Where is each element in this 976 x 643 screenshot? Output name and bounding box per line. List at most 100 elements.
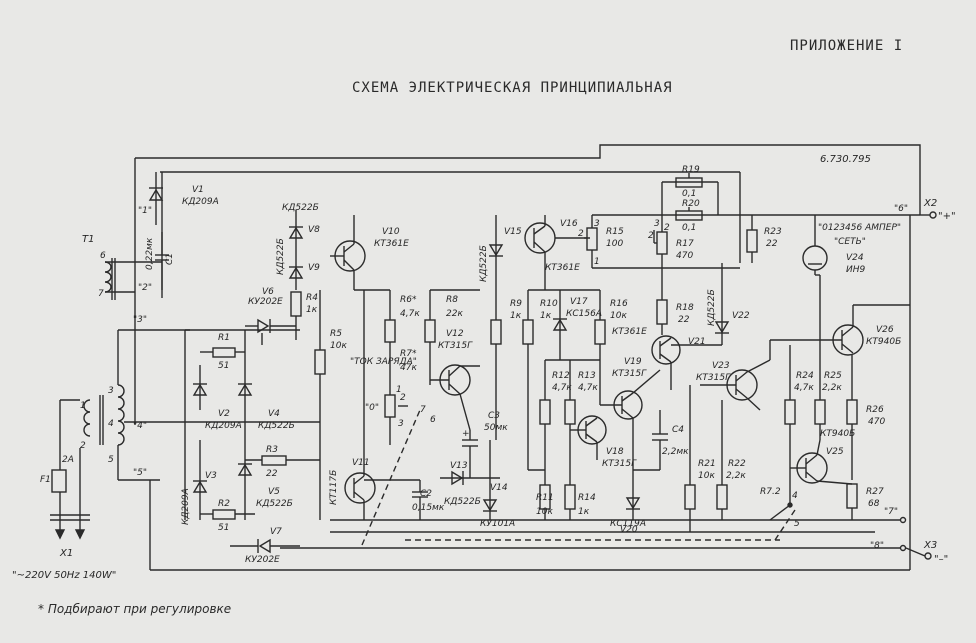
v15-type: КД522Б bbox=[479, 245, 489, 282]
capacitor-c1: C1 0,22мк bbox=[145, 232, 175, 290]
resistor-r11: R11 10к bbox=[528, 469, 554, 520]
v4-ref: V4 bbox=[268, 409, 280, 419]
t1-pin-4: 4 bbox=[108, 419, 114, 429]
r17-value: 470 bbox=[676, 251, 693, 261]
r15-ref: R15 bbox=[606, 227, 624, 237]
resistor-r13: R13 4,7к bbox=[564, 360, 598, 485]
v9-ref: V9 bbox=[308, 263, 320, 273]
x2-sign: "+" bbox=[938, 211, 956, 222]
r4-value: 1к bbox=[306, 305, 318, 315]
relay-contact-r7-2: R7.2 4 5 bbox=[760, 487, 800, 529]
x3-ref: X3 bbox=[923, 540, 937, 551]
v16-type: КТ361Е bbox=[545, 263, 580, 273]
t1-pin-3: 3 bbox=[108, 386, 114, 396]
pin-8-label: "8" bbox=[870, 541, 884, 551]
r15-wiper: 2 bbox=[578, 229, 584, 239]
r17-pin-2b: 2 bbox=[664, 223, 670, 233]
rectifier-bridge: R1 51 V2 КД209А V4 КД522Б V3 КД209А R2 5… bbox=[181, 329, 320, 533]
v26-type: КТ940Б bbox=[866, 337, 901, 347]
c2-value: 0,15мк bbox=[412, 503, 445, 513]
transistor-v25: КТ940Б V25 bbox=[790, 429, 855, 485]
drawing-number: 6.730.795 bbox=[820, 154, 871, 165]
relay-ref: R7.2 bbox=[760, 487, 781, 497]
capacitor-c4: C4 2,2мк bbox=[633, 410, 689, 471]
resistor-r6: R6* 4,7к bbox=[354, 289, 420, 343]
v22-ref: V22 bbox=[732, 311, 750, 321]
resistor-r24: R24 4,7к bbox=[784, 345, 814, 505]
r17-pin-3: 3 bbox=[654, 219, 660, 229]
fuse-ref: F1 bbox=[40, 475, 51, 485]
v6-type: КУ202Е bbox=[248, 297, 283, 307]
r15-pin-1: 1 bbox=[594, 257, 600, 267]
r5-value: 10к bbox=[330, 341, 347, 351]
v13-ref: V13 bbox=[450, 461, 468, 471]
r9-value: 1к bbox=[510, 311, 522, 321]
resistor-r12: R12 4,7к bbox=[539, 359, 600, 470]
r2-ref: R2 bbox=[218, 499, 230, 509]
transistor-v12: V12 КТ315Г bbox=[430, 329, 480, 431]
pin-6-label: "6" bbox=[894, 204, 908, 214]
r19-ref: R19 bbox=[682, 165, 700, 175]
v16-ref: V16 bbox=[560, 219, 578, 229]
resistor-r22: R22 2,2к bbox=[716, 400, 746, 520]
transistor-v26: V26 КТ940Б bbox=[769, 304, 910, 360]
c3-ref: C3 bbox=[488, 411, 500, 421]
r20-ref: R20 bbox=[682, 199, 700, 209]
transistor-v18: V18 КТ315Г bbox=[570, 415, 637, 469]
schematic-title: СХЕМА ЭЛЕКТРИЧЕСКАЯ ПРИНЦИПИАЛЬНАЯ bbox=[352, 80, 673, 96]
v8-v9-type: КД522Б bbox=[282, 203, 319, 213]
potentiometer-r15: 3 1 2 R15 100 bbox=[578, 215, 740, 269]
r7-value: 47к bbox=[400, 363, 417, 373]
r3-value: 22 bbox=[266, 469, 278, 479]
tap-1: "1" bbox=[138, 206, 152, 216]
mains-rating: "~220V 50Hz 140W" bbox=[12, 570, 116, 581]
v21-type: КТ361Е bbox=[612, 327, 647, 337]
v12-ref: V12 bbox=[446, 329, 464, 339]
r13-value: 4,7к bbox=[578, 383, 598, 393]
t1-ref: T1 bbox=[82, 234, 94, 245]
v18-type: КТ315Г bbox=[602, 459, 637, 469]
pot-pin-7: 7 bbox=[420, 405, 426, 415]
pot-pin-3: 3 bbox=[398, 419, 404, 429]
tap-4: "4" bbox=[133, 421, 147, 431]
indicator-caption-2: "СЕТЬ" bbox=[834, 237, 866, 247]
r1-ref: R1 bbox=[218, 333, 230, 343]
resistor-r10: R10 1к bbox=[522, 289, 600, 470]
transistor-v16: V16 КТ361Е bbox=[524, 215, 590, 290]
r21-value: 10к bbox=[698, 471, 715, 481]
transistor-v10: V10 КТ361Е bbox=[330, 215, 409, 290]
tap-2: "2" bbox=[138, 283, 152, 293]
r23-ref: R23 bbox=[764, 227, 782, 237]
transistor-v21: V21 bbox=[651, 335, 706, 390]
v6-ref: V6 bbox=[262, 287, 274, 297]
r18-ref: R18 bbox=[676, 303, 694, 313]
r22-value: 2,2к bbox=[726, 471, 746, 481]
resistor-r14: R14 1к bbox=[564, 484, 596, 520]
r18-value: 22 bbox=[678, 315, 690, 325]
v23-ref: V23 bbox=[712, 361, 730, 371]
r7-ref: R7* bbox=[400, 349, 417, 359]
appendix-label: ПРИЛОЖЕНИЕ I bbox=[790, 38, 904, 54]
r11-ref: R11 bbox=[536, 493, 554, 503]
indicator-caption-1: "0123456 АМПЕР" bbox=[818, 223, 901, 233]
output-x3: "7" "8" X3 "–" bbox=[870, 507, 948, 565]
relay-pin-4: 4 bbox=[792, 491, 798, 501]
c1-ref: C1 bbox=[165, 253, 175, 265]
r12-value: 4,7к bbox=[552, 383, 572, 393]
resistor-r8: R8 22к bbox=[424, 289, 480, 385]
t1-pin-7: 7 bbox=[98, 289, 104, 299]
v17-ref: V17 bbox=[570, 297, 588, 307]
x3-sign: "–" bbox=[934, 554, 948, 565]
r10-ref: R10 bbox=[540, 299, 558, 309]
v7-ref: V7 bbox=[270, 527, 282, 537]
r3-ref: R3 bbox=[266, 445, 278, 455]
v1-ref: V1 bbox=[192, 185, 204, 195]
v4-type: КД522Б bbox=[258, 421, 295, 431]
transistor-v23: V23 КТ315Г bbox=[696, 359, 771, 411]
v23-type: КТ315Г bbox=[696, 373, 731, 383]
r17-ref: R17 bbox=[676, 239, 694, 249]
v17-type: КС156А bbox=[566, 309, 602, 319]
transistor-v11: V11 КТ117Б bbox=[329, 290, 376, 520]
v8-type: КД522Б bbox=[276, 238, 286, 275]
relay-pin-5: 5 bbox=[794, 519, 800, 529]
